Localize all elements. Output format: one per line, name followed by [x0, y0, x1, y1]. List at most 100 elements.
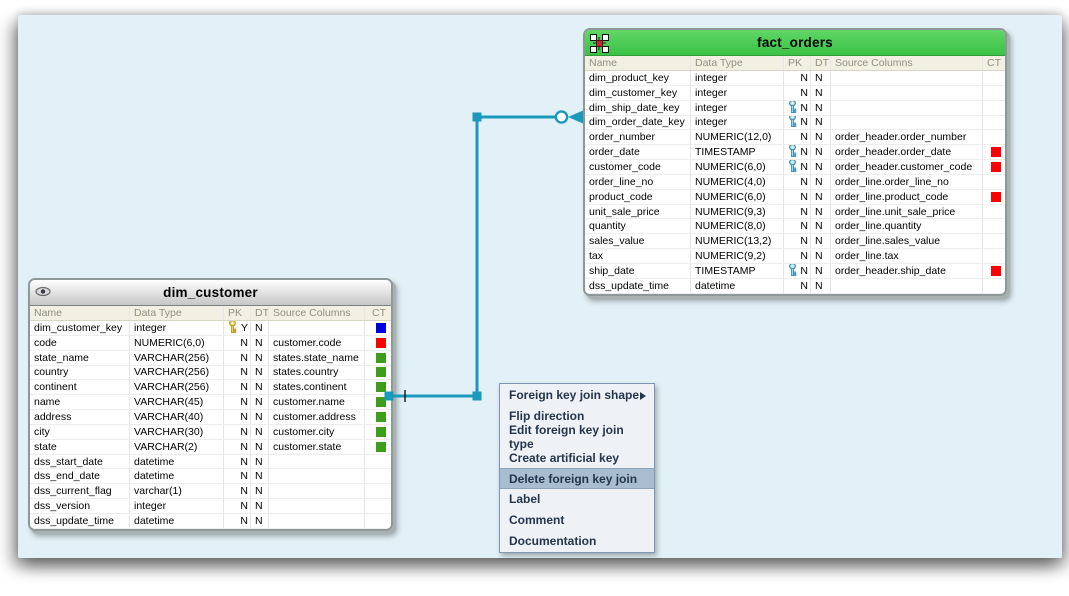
menu-item-documentation[interactable]: Documentation	[500, 531, 654, 552]
pk-flag: N	[240, 336, 248, 349]
data-type-cell: VARCHAR(256)	[130, 350, 224, 365]
eye-icon	[35, 284, 51, 302]
dt-cell: N	[811, 145, 831, 160]
ct-cell	[983, 101, 1005, 115]
pk-cell: N	[784, 130, 811, 145]
join-corner-handle[interactable]	[472, 391, 482, 401]
table-header[interactable]: fact_orders	[585, 30, 1005, 56]
pk-flag: N	[800, 279, 808, 292]
dt-cell: N	[811, 249, 831, 263]
source-columns-cell	[831, 278, 983, 293]
ct-cell	[365, 440, 391, 454]
data-type-cell: integer	[691, 71, 784, 85]
data-type-cell: NUMERIC(9,2)	[691, 249, 784, 263]
column-name-cell: address	[30, 410, 130, 424]
fk-join-line[interactable]	[389, 115, 557, 398]
ct-cell	[983, 160, 1005, 174]
dt-cell: N	[811, 204, 831, 219]
menu-item-label[interactable]: Label	[500, 489, 654, 510]
ct-green-square-icon	[376, 382, 386, 393]
ct-green-square-icon	[376, 426, 386, 437]
menu-item-flip-direction[interactable]: Flip direction	[500, 406, 654, 427]
column-name-cell: dss_start_date	[30, 454, 130, 469]
menu-item-label: Comment	[509, 513, 565, 528]
pk-cell: N	[224, 410, 251, 424]
dt-cell: N	[811, 160, 831, 174]
pk-cell: N	[784, 249, 811, 263]
dt-cell: N	[811, 263, 831, 278]
menu-item-foreign-key-join-shape[interactable]: Foreign key join shape	[500, 385, 654, 406]
column-name-cell: state_name	[30, 350, 130, 365]
source-columns-cell: order_header.order_date	[831, 145, 983, 160]
column-header-data-type: Data Type	[691, 56, 784, 70]
pk-cell: N	[224, 380, 251, 395]
ct-cell	[983, 279, 1005, 293]
data-type-cell: integer	[130, 321, 224, 335]
ct-cell	[365, 321, 391, 335]
pk-flag: N	[240, 500, 248, 513]
source-columns-cell: customer.name	[269, 395, 365, 410]
dt-cell: N	[251, 335, 269, 350]
data-type-cell: NUMERIC(6,0)	[130, 335, 224, 350]
data-type-cell: datetime	[130, 513, 224, 528]
pk-cell: N	[784, 189, 811, 204]
source-columns-cell: customer.city	[269, 424, 365, 439]
menu-item-comment[interactable]: Comment	[500, 510, 654, 531]
pk-cell: N	[224, 350, 251, 365]
source-columns-cell: customer.address	[269, 410, 365, 424]
column-name-cell: sales_value	[585, 234, 691, 249]
column-name-cell: dss_version	[30, 499, 130, 513]
data-type-cell: NUMERIC(9,3)	[691, 204, 784, 219]
join-corner-handle[interactable]	[472, 112, 482, 122]
ct-cell	[983, 175, 1005, 189]
ct-cell	[983, 190, 1005, 204]
menu-item-create-artificial-key[interactable]: Create artificial key	[500, 447, 654, 468]
menu-item-delete-foreign-key-join[interactable]: Delete foreign key join	[500, 468, 654, 489]
ct-cell	[365, 514, 391, 528]
foreign-key-icon	[788, 115, 798, 130]
column-header-name: Name	[585, 56, 691, 70]
pk-flag: N	[240, 351, 248, 364]
source-columns-cell	[831, 71, 983, 85]
menu-item-edit-foreign-key-join-type[interactable]: Edit foreign key join type	[500, 423, 654, 451]
ct-cell	[365, 380, 391, 394]
pk-cell: N	[784, 234, 811, 249]
ct-red-square-icon	[991, 191, 1001, 202]
pk-cell: N	[224, 439, 251, 454]
table-header[interactable]: dim_customer	[30, 280, 391, 306]
column-header-source-columns: Source Columns	[831, 56, 983, 70]
